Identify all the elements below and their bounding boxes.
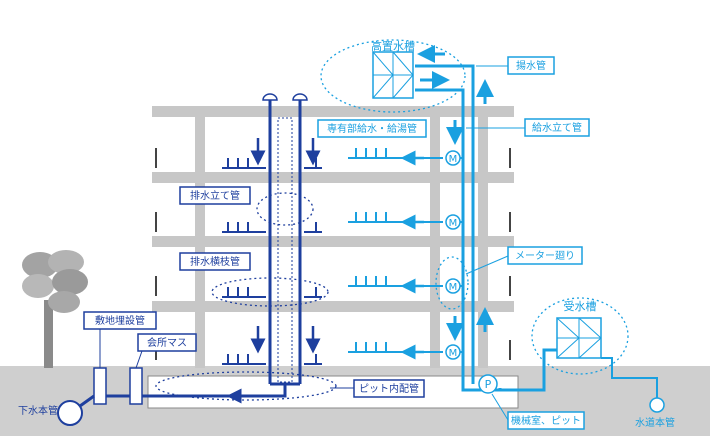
svg-text:M: M <box>449 154 458 165</box>
building-frame <box>152 106 514 368</box>
label-private-supply: 専有部給水・給湯管 <box>327 122 417 135</box>
meter-icon: M <box>445 214 461 230</box>
label-sewer-main: 下水本管 <box>18 404 58 417</box>
svg-text:M: M <box>449 348 458 359</box>
meter-icon: M <box>445 150 461 166</box>
label-pit-piping: ピット内配管 <box>359 382 419 395</box>
label-boxes: 高置水槽 揚水管 給水立て管 専有部給水・給湯管 排水立て管 排水横枝管 メータ… <box>18 39 675 430</box>
label-pumping-pipe: 揚水管 <box>516 59 546 72</box>
receiving-tank-icon <box>556 317 602 359</box>
water-meters: M M M M <box>445 150 461 360</box>
label-receiving-tank: 受水槽 <box>564 300 597 313</box>
pit-foundation <box>147 375 519 409</box>
meter-icon: M <box>445 344 461 360</box>
label-supply-riser: 給水立て管 <box>532 121 582 134</box>
label-junction-box: 会所マス <box>147 336 187 349</box>
svg-text:P: P <box>485 378 492 391</box>
label-drain-riser: 排水立て管 <box>190 189 240 202</box>
label-water-main: 水道本管 <box>635 416 675 429</box>
drain-system <box>57 93 322 426</box>
label-meter-loop: メーター廻り <box>515 250 575 262</box>
elevated-tank-icon <box>372 51 414 99</box>
label-drain-branch: 排水横枝管 <box>190 255 240 268</box>
window-marks <box>155 148 511 360</box>
label-machine-room: 機械室、ピット <box>511 414 581 427</box>
svg-text:M: M <box>449 282 458 293</box>
svg-text:M: M <box>449 218 458 229</box>
highlight-ellipses <box>155 39 629 401</box>
meter-icon: M <box>445 278 461 294</box>
tree-icon <box>22 250 88 368</box>
supply-system <box>348 45 665 413</box>
label-elevated-tank: 高置水槽 <box>371 39 415 53</box>
label-site-buried: 敷地埋設管 <box>95 314 145 327</box>
pump-icon: P <box>478 374 498 394</box>
